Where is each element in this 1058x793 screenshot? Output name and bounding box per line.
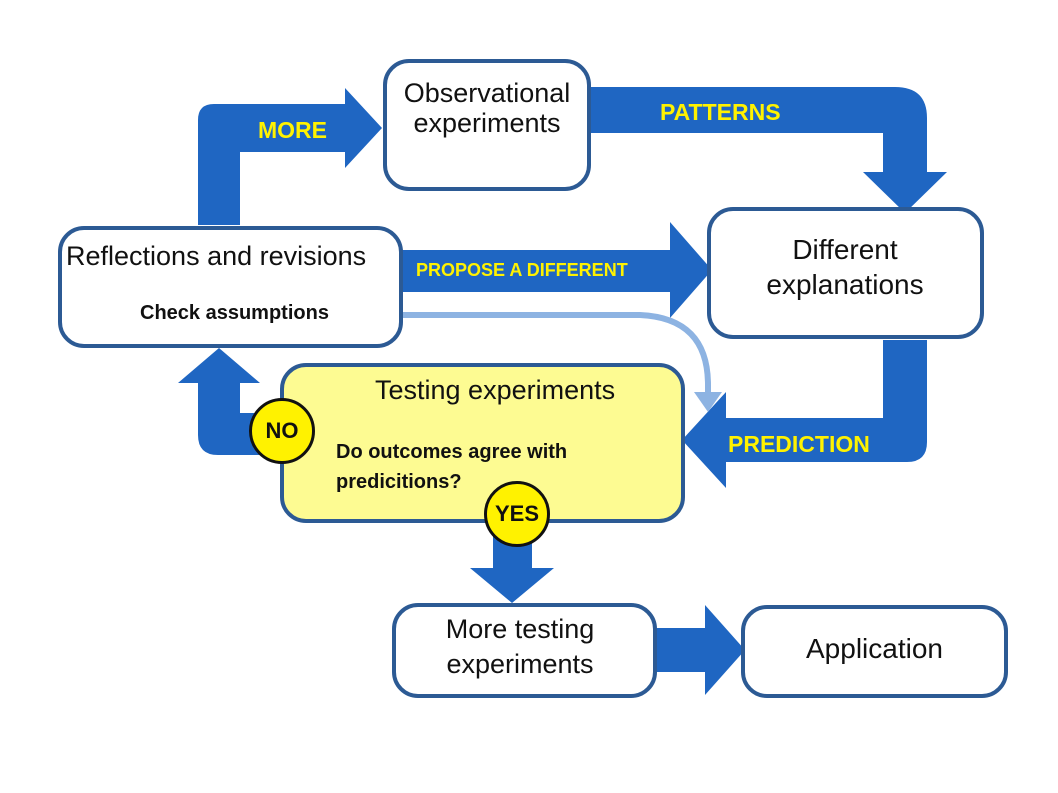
patterns-label: PATTERNS (660, 99, 781, 125)
reflections-title: Reflections and revisions (66, 241, 367, 271)
explanations-box (707, 207, 984, 339)
to-application-arrow (655, 605, 745, 695)
more-label: MORE (258, 117, 327, 143)
propose-arrow (400, 222, 712, 318)
prediction-arrow (682, 340, 927, 488)
yes-arrow (470, 520, 554, 603)
yes-decision-circle: YES (484, 481, 550, 547)
explanations-label: Different explanations (766, 234, 924, 300)
testing-question: Do outcomes agree with predicitions? (336, 441, 568, 493)
propose-label: PROPOSE A DIFFERENT (416, 260, 628, 280)
prediction-label: PREDICTION (728, 431, 870, 457)
more-testing-box (392, 603, 657, 698)
observational-label: Observational experiments (403, 78, 571, 139)
thin-curved-arrow-head (694, 392, 722, 412)
reflections-subtitle: Check assumptions (140, 302, 329, 324)
more-arrow (198, 88, 382, 225)
no-decision-circle: NO (249, 398, 315, 464)
patterns-arrow (590, 87, 947, 213)
thin-curved-arrow (398, 312, 711, 398)
application-box (741, 605, 1008, 698)
observational-box (383, 59, 591, 191)
reflections-box (58, 226, 403, 348)
application-label: Application (806, 633, 943, 664)
testing-box (280, 363, 685, 523)
more-testing-label: More testing experiments (445, 614, 595, 680)
testing-title: Testing experiments (375, 375, 616, 405)
